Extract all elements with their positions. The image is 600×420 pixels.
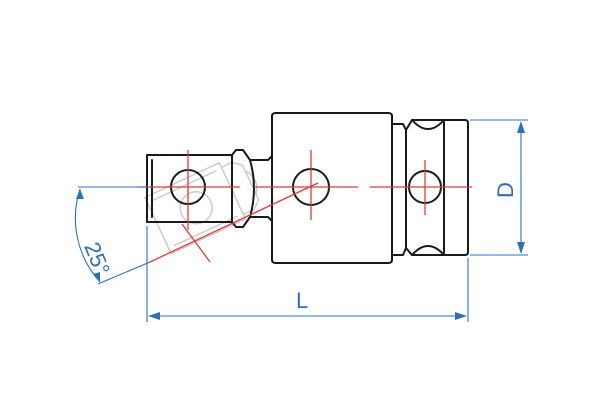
main-body [271,112,393,264]
square-drive [146,154,233,223]
diameter-label: D [493,182,518,198]
length-label: L [296,288,308,313]
diameter-dimension: D [470,119,528,256]
angle-dimension: 25° [74,186,151,285]
length-dimension: L [146,226,469,322]
tilted-drive-ghost [144,161,260,255]
swivel-neck [231,149,273,228]
socket-section [391,123,407,256]
centerlines [138,150,472,263]
angle-label: 25° [79,239,115,279]
